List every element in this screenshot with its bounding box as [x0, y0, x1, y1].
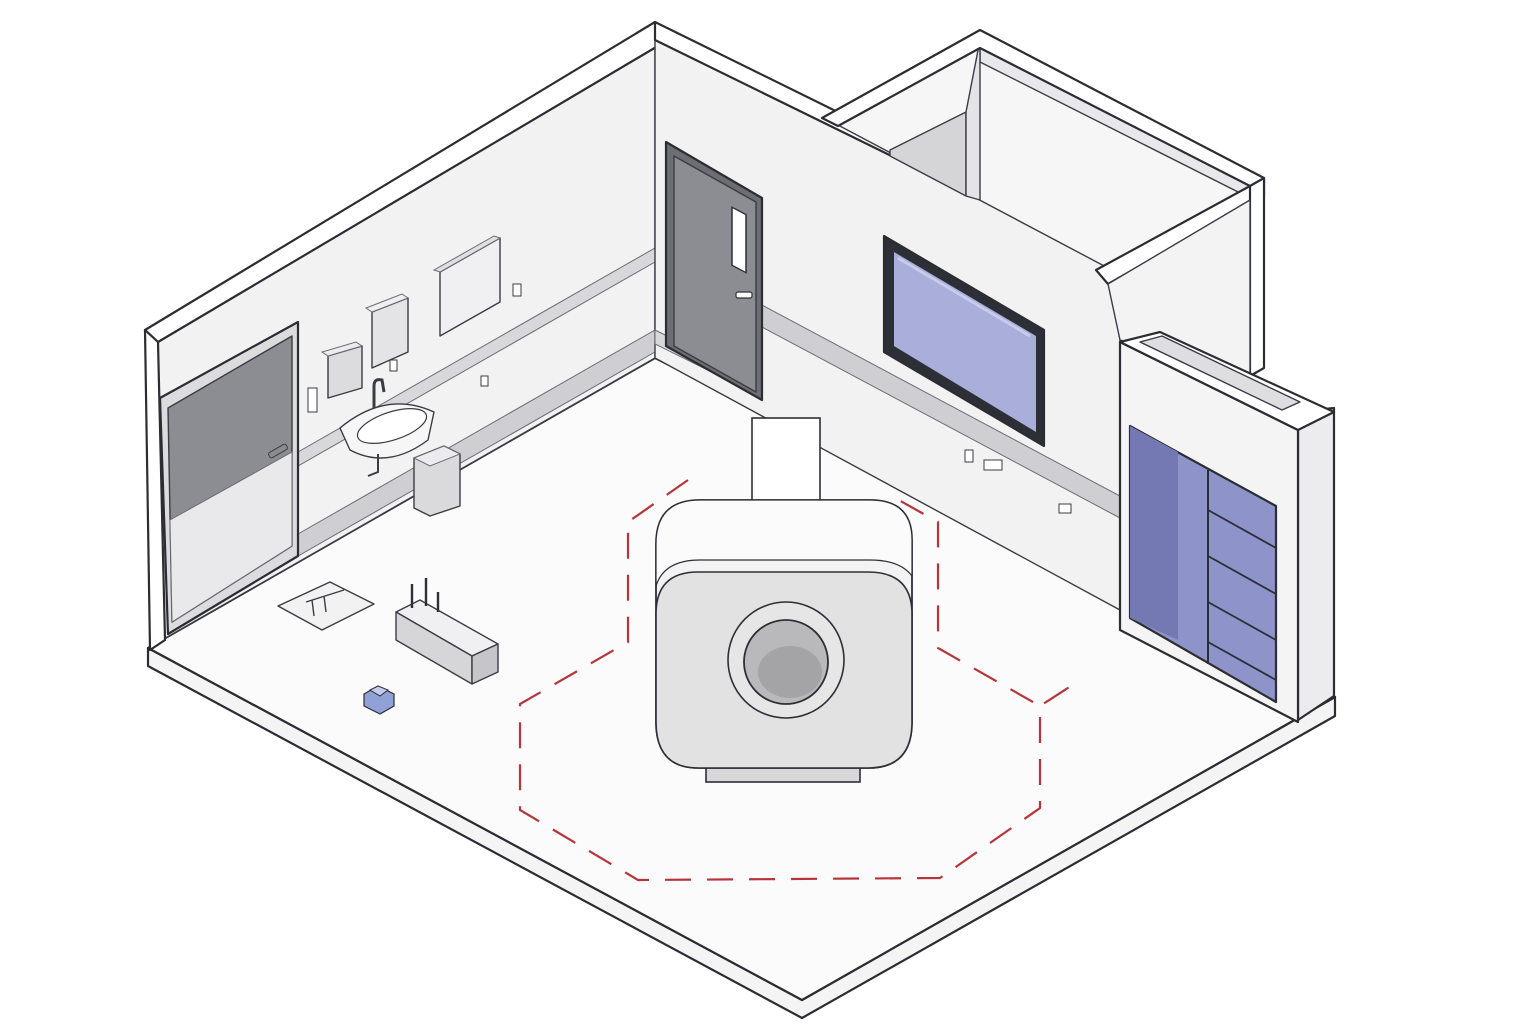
- sink-bowl: [356, 408, 428, 444]
- control-buttons-icon[interactable]: [307, 387, 318, 413]
- rear-door-vision-panel: [731, 206, 747, 274]
- storage-cabinet[interactable]: [1118, 330, 1336, 724]
- cable-trough-end: [471, 643, 499, 685]
- hand-sink[interactable]: [339, 378, 435, 477]
- side-door-lower-panel: [169, 451, 293, 623]
- wall-outlet-small-icon[interactable]: [480, 375, 489, 387]
- adjoining-room: [820, 28, 1266, 378]
- cable-trough: [395, 578, 499, 685]
- adjoining-room-rim: [820, 28, 1266, 286]
- cabinet-right-side: [1296, 406, 1336, 722]
- left-wall-end: [143, 328, 167, 652]
- floor-drain: [277, 581, 375, 631]
- mri-scanner[interactable]: [655, 417, 913, 783]
- outlet-icon[interactable]: [389, 359, 398, 372]
- observation-window: [882, 234, 1046, 448]
- adjoining-room-right-wall: [1248, 176, 1266, 378]
- waste-bin-lid: [412, 445, 462, 467]
- sink-faucet-icon[interactable]: [372, 378, 386, 408]
- sink-drain-pipe: [367, 454, 379, 477]
- cable-trough-posts: [410, 578, 440, 612]
- window-glass: [894, 252, 1036, 432]
- cabinet-shelf-2: [1207, 555, 1277, 595]
- scanner-coil-panel: [751, 417, 821, 513]
- soap-dispenser[interactable]: [320, 341, 364, 399]
- wall-outlet-b-icon[interactable]: [983, 459, 1003, 471]
- side-door-handle-icon[interactable]: [268, 443, 288, 459]
- floor-connector[interactable]: [363, 685, 395, 715]
- cabinet-shelf-1: [1207, 509, 1277, 549]
- scanner-bore-depth: [758, 646, 822, 698]
- cabinet-top-inner: [1139, 335, 1301, 411]
- scanner-top-face: [655, 499, 913, 587]
- rear-door[interactable]: [664, 140, 764, 402]
- cabinet-shelf-3: [1207, 601, 1277, 641]
- cabinet-shelf-4: [1207, 641, 1277, 681]
- soap-dispenser-top: [320, 341, 364, 357]
- wall-outlet-c-icon[interactable]: [1058, 503, 1072, 514]
- rear-door-handle-icon[interactable]: [735, 291, 753, 299]
- towel-dispenser-top: [364, 293, 410, 313]
- floor-drain-marks: [305, 589, 345, 617]
- wall-panel: [432, 235, 502, 337]
- connector-top: [368, 685, 390, 697]
- window-glass-highlight: [897, 256, 1031, 338]
- cabinet-back-panel: [1130, 426, 1178, 640]
- safety-zone-boundary: [518, 479, 1075, 882]
- wall-panel-edge: [432, 235, 502, 273]
- side-door[interactable]: [158, 320, 300, 636]
- light-switch-icon[interactable]: [512, 283, 522, 297]
- adjoining-room-left-wall: [965, 39, 981, 201]
- wall-outlet-a-icon[interactable]: [964, 449, 974, 463]
- floor-drain-plate: [277, 581, 375, 631]
- waste-bin[interactable]: [412, 445, 462, 517]
- paper-towel-dispenser[interactable]: [364, 293, 410, 369]
